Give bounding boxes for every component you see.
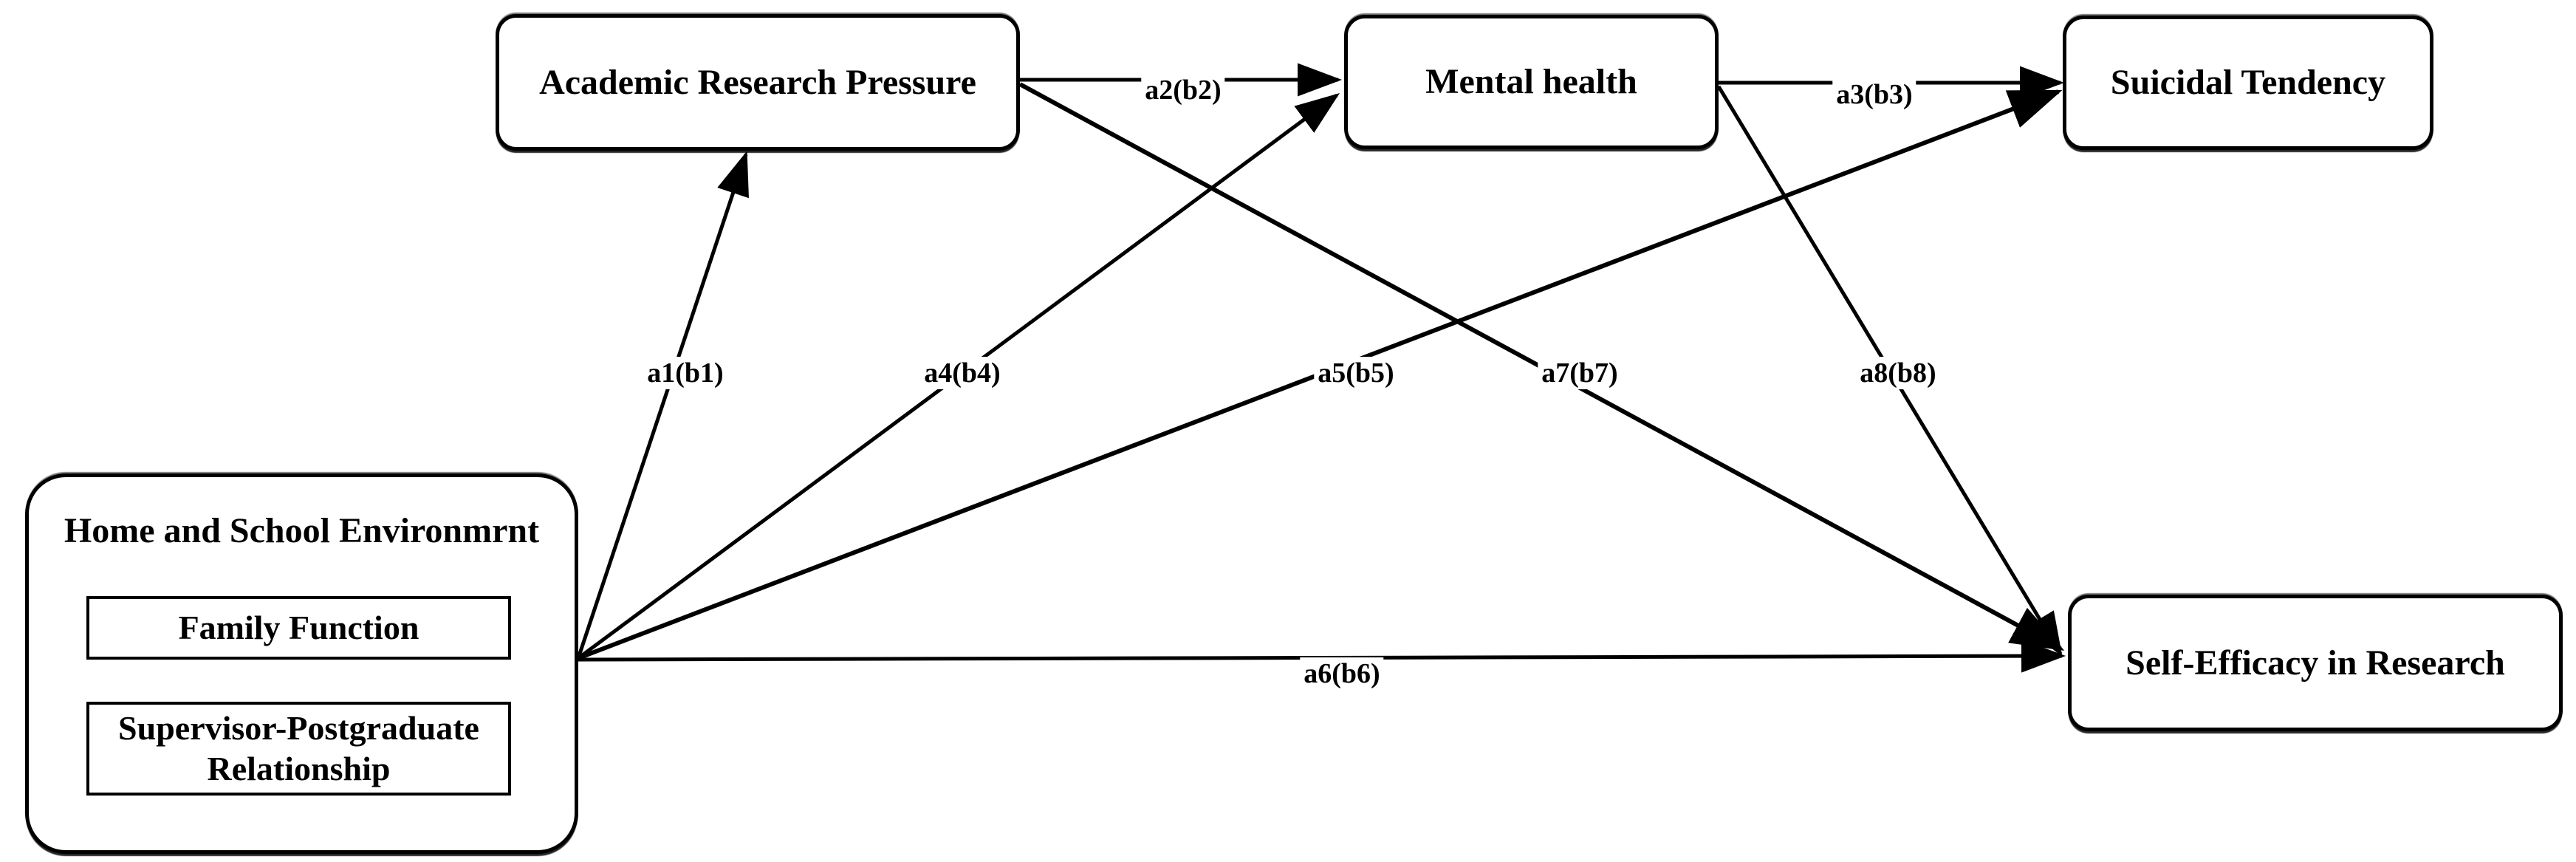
edge-label-a4: a4(b4)	[920, 357, 1004, 389]
edge-label-a3: a3(b3)	[1832, 78, 1916, 111]
node-supervisor-postgraduate-relationship-label: Supervisor-Postgraduate Relationship	[118, 709, 479, 787]
node-home-school-environment-label: Home and School Environmrnt	[64, 511, 540, 550]
node-family-function-label: Family Function	[178, 608, 419, 646]
edge-label-a5: a5(b5)	[1314, 357, 1398, 389]
edge-label-a2: a2(b2)	[1141, 74, 1225, 106]
edge-label-a6: a6(b6)	[1300, 657, 1384, 690]
node-family-function: Family Function	[86, 596, 511, 660]
node-suicidal-tendency: Suicidal Tendency	[2063, 16, 2433, 150]
edge-label-a1: a1(b1)	[643, 357, 727, 389]
edge-label-a8: a8(b8)	[1856, 357, 1940, 389]
node-suicidal-tendency-label: Suicidal Tendency	[2110, 63, 2386, 103]
node-self-efficacy-in-research-label: Self-Efficacy in Research	[2125, 643, 2505, 683]
node-supervisor-postgraduate-relationship: Supervisor-Postgraduate Relationship	[86, 702, 511, 796]
edge-label-a7: a7(b7)	[1538, 357, 1622, 389]
node-self-efficacy-in-research: Self-Efficacy in Research	[2068, 595, 2563, 731]
